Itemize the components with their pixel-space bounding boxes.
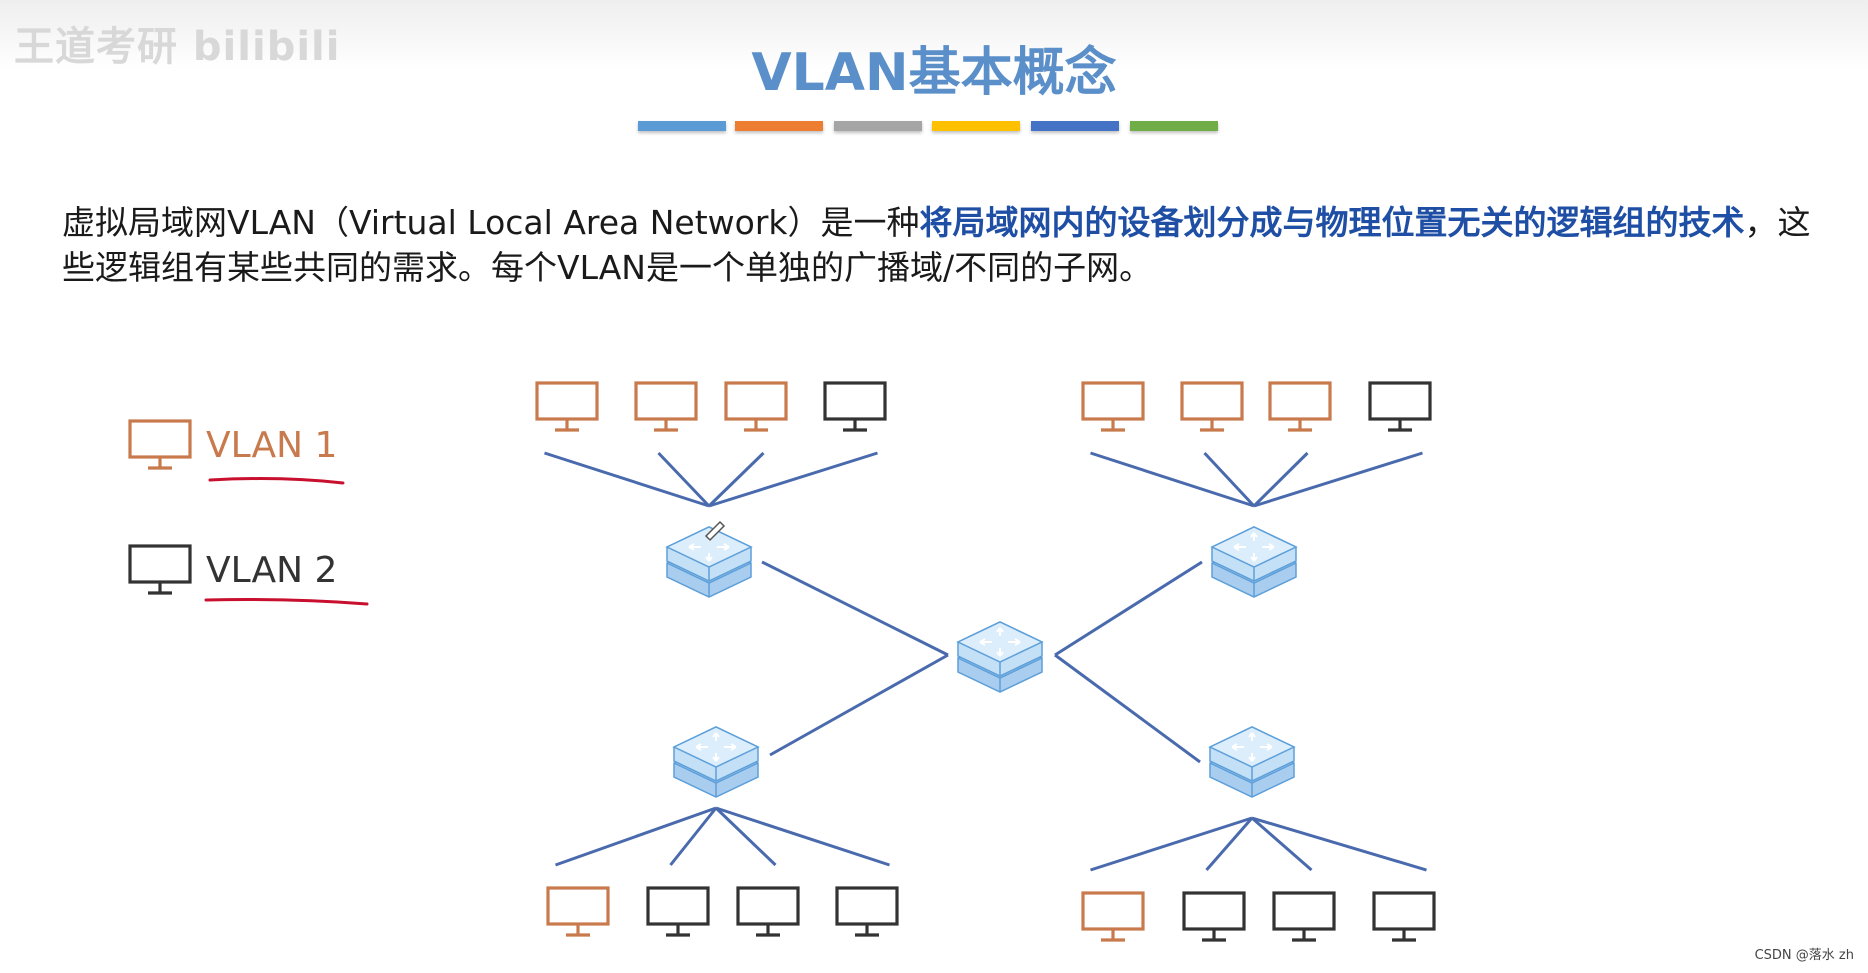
monitor-icon xyxy=(736,886,800,937)
switch-icon xyxy=(957,621,1043,693)
intro-text-2: ，这些逻辑组有某些共同的需求。每个VLAN是一个单独的广播域/不同的子网。 xyxy=(62,203,1811,287)
intro-paragraph: 虚拟局域网VLAN（Virtual Local Area Network）是一种… xyxy=(62,200,1822,290)
title-color-bar xyxy=(735,121,823,131)
uplink xyxy=(761,560,949,657)
monitor-icon xyxy=(546,886,610,937)
monitor-icon xyxy=(646,886,710,937)
monitor-icon xyxy=(823,381,887,432)
fan-link xyxy=(554,806,717,867)
fan-link xyxy=(544,451,710,508)
title-color-bar xyxy=(932,121,1020,131)
monitor-icon xyxy=(835,886,899,937)
monitor-icon xyxy=(128,544,192,595)
monitor-icon xyxy=(1180,381,1244,432)
fan-link xyxy=(707,451,765,508)
title-color-bar xyxy=(1031,121,1119,131)
fan-link xyxy=(1203,451,1256,508)
fan-link xyxy=(1205,817,1254,871)
annotations-layer xyxy=(204,477,726,606)
legend-label-vlan1: VLAN 1 xyxy=(206,425,338,466)
uplink xyxy=(1054,560,1203,657)
links-layer xyxy=(544,451,1427,872)
title-color-bar xyxy=(1130,121,1218,131)
title-color-bar xyxy=(638,121,726,131)
page-title: VLAN基本概念 xyxy=(751,43,1117,103)
fan-link xyxy=(1253,451,1423,508)
red-underline xyxy=(204,598,369,606)
monitor-icon xyxy=(1081,381,1145,432)
top-shade xyxy=(0,0,1868,70)
fan-link xyxy=(714,806,777,867)
uplink xyxy=(769,653,949,757)
monitor-icon xyxy=(1272,891,1336,942)
monitor-icon xyxy=(724,381,788,432)
fan-link xyxy=(669,807,718,866)
fan-link xyxy=(715,806,890,867)
monitor-icon xyxy=(1372,891,1436,942)
red-underline xyxy=(208,477,345,485)
fan-link xyxy=(1090,816,1253,872)
monitor-icon xyxy=(1368,381,1432,432)
fan-link xyxy=(1090,451,1255,508)
title-color-bar xyxy=(834,121,922,131)
legend-label-vlan2: VLAN 2 xyxy=(206,550,338,591)
pen-cursor-icon xyxy=(704,520,726,542)
fan-link xyxy=(708,451,878,508)
watermark: 王道考研 bilibili xyxy=(14,24,341,70)
monitor-icon xyxy=(1268,381,1332,432)
nodes-layer xyxy=(128,381,1436,942)
fan-link xyxy=(1251,816,1313,872)
footer-credit: CSDN @落水 zh xyxy=(1754,948,1854,963)
fan-link xyxy=(657,451,711,508)
switch-icon xyxy=(1209,726,1295,798)
fan-link xyxy=(1252,451,1309,508)
monitor-icon xyxy=(535,381,599,432)
intro-text-1: 虚拟局域网VLAN（Virtual Local Area Network）是一种 xyxy=(62,203,920,242)
monitor-icon xyxy=(128,419,192,470)
uplink xyxy=(1054,653,1201,764)
intro-highlight: 将局域网内的设备划分成与物理位置无关的逻辑组的技术 xyxy=(919,203,1745,242)
fan-link xyxy=(1251,816,1427,872)
switch-icon xyxy=(673,726,759,798)
monitor-icon xyxy=(1182,891,1246,942)
monitor-icon xyxy=(634,381,698,432)
switch-icon xyxy=(1211,526,1297,598)
monitor-icon xyxy=(1081,891,1145,942)
